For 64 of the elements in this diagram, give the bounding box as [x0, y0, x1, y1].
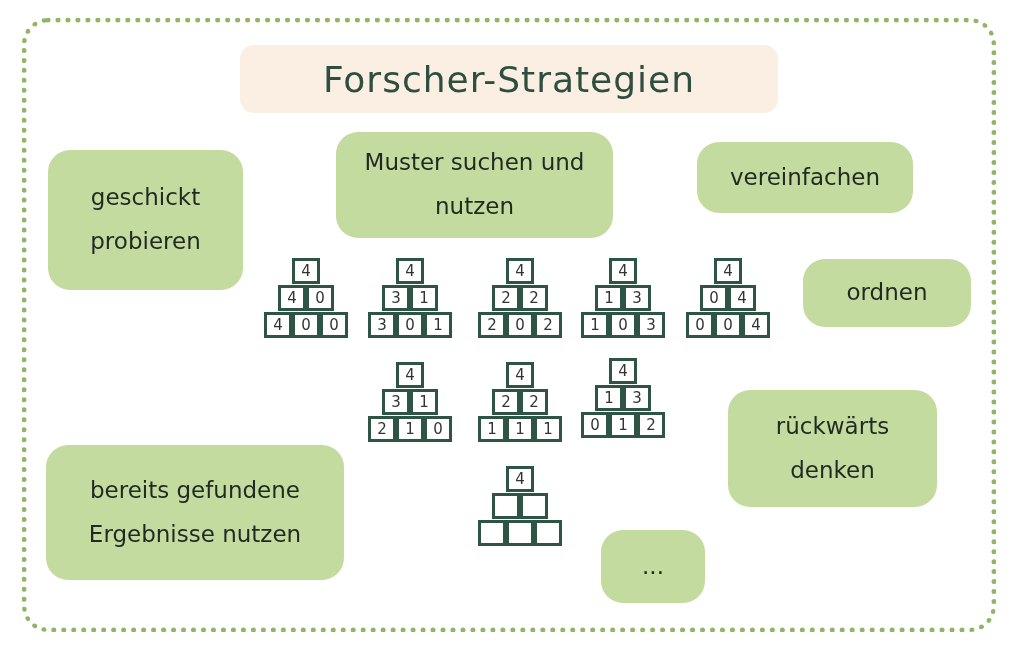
- number-cell: 4: [506, 258, 534, 284]
- number-cell: 2: [534, 312, 562, 338]
- strategy-card: [803, 259, 971, 327]
- number-cell: 1: [534, 416, 562, 442]
- number-cell: 2: [492, 389, 520, 415]
- number-cell: 4: [742, 312, 770, 338]
- strategy-text: ordnen: [846, 278, 928, 308]
- number-cell: 1: [478, 416, 506, 442]
- strategy-text: Muster suchen und nutzen: [363, 148, 586, 221]
- number-cell: 2: [368, 416, 396, 442]
- number-cell: 0: [306, 285, 334, 311]
- strategy-card: [697, 142, 913, 213]
- number-cell: 2: [492, 285, 520, 311]
- number-cell: 0: [581, 412, 609, 438]
- number-cell: 1: [506, 416, 534, 442]
- strategy-card: [601, 530, 705, 603]
- number-cell: 4: [292, 258, 320, 284]
- number-cell: 1: [424, 312, 452, 338]
- number-cell: 1: [595, 385, 623, 411]
- number-cell: 1: [595, 285, 623, 311]
- number-cell: 4: [278, 285, 306, 311]
- number-cell: 1: [581, 312, 609, 338]
- number-cell: 0: [424, 416, 452, 442]
- strategy-text: vereinfachen: [730, 162, 880, 192]
- number-cell: 0: [686, 312, 714, 338]
- strategy-card: [336, 132, 613, 238]
- number-cell: 4: [396, 362, 424, 388]
- number-cell: 2: [478, 312, 506, 338]
- number-cell: 0: [320, 312, 348, 338]
- strategy-card: [728, 390, 937, 507]
- number-cell: 4: [728, 285, 756, 311]
- number-cell: 2: [520, 389, 548, 415]
- number-cell: 4: [714, 258, 742, 284]
- number-cell: 4: [506, 466, 534, 492]
- number-cell: 4: [609, 358, 637, 384]
- strategy-card: [48, 150, 243, 290]
- number-cell: 0: [506, 312, 534, 338]
- title-banner: Forscher-Strategien: [240, 45, 778, 113]
- number-cell: 0: [714, 312, 742, 338]
- number-cell: 0: [609, 312, 637, 338]
- number-cell: 3: [623, 285, 651, 311]
- number-cell: 1: [410, 389, 438, 415]
- number-cell: 3: [623, 385, 651, 411]
- number-cell: 4: [264, 312, 292, 338]
- number-cell: 4: [609, 258, 637, 284]
- number-cell: 1: [609, 412, 637, 438]
- number-cell: 1: [410, 285, 438, 311]
- strategy-text: bereits gefundene Ergebnisse nutzen: [87, 475, 303, 549]
- number-cell: 3: [382, 389, 410, 415]
- number-cell: 3: [637, 312, 665, 338]
- strategy-text: rückwärts denken: [774, 411, 891, 485]
- strategy-text: geschickt probieren: [89, 183, 202, 256]
- number-cell: 3: [368, 312, 396, 338]
- number-cell: 0: [292, 312, 320, 338]
- number-cell: 4: [396, 258, 424, 284]
- number-cell: 0: [396, 312, 424, 338]
- number-cell: 1: [396, 416, 424, 442]
- number-cell: 4: [506, 362, 534, 388]
- number-cell: 3: [382, 285, 410, 311]
- number-cell: 2: [637, 412, 665, 438]
- number-cell: 0: [700, 285, 728, 311]
- number-cell: 2: [520, 285, 548, 311]
- strategy-card: [46, 445, 344, 580]
- strategy-text: ...: [642, 551, 664, 581]
